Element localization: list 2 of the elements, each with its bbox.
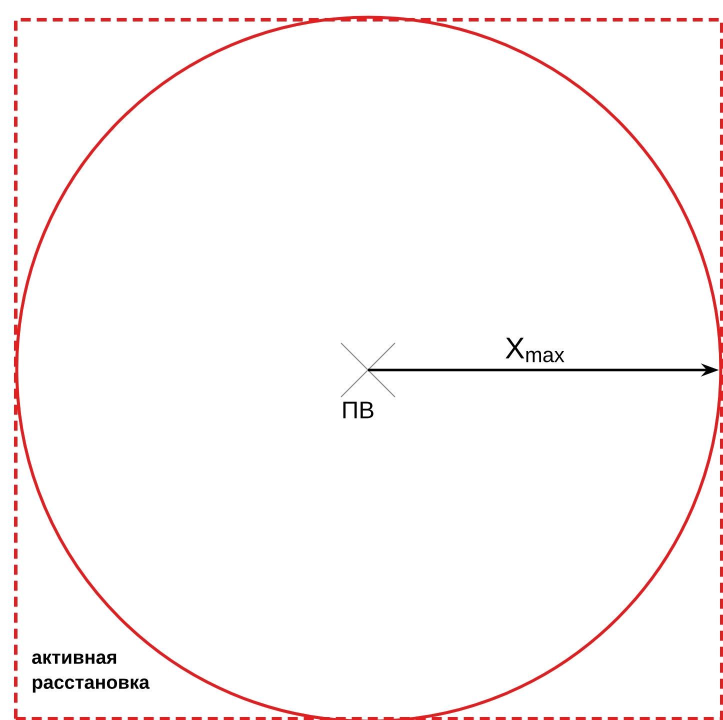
point-label: ПВ (343, 402, 374, 418)
dimension-label: X$_{max}$ (506, 338, 564, 362)
